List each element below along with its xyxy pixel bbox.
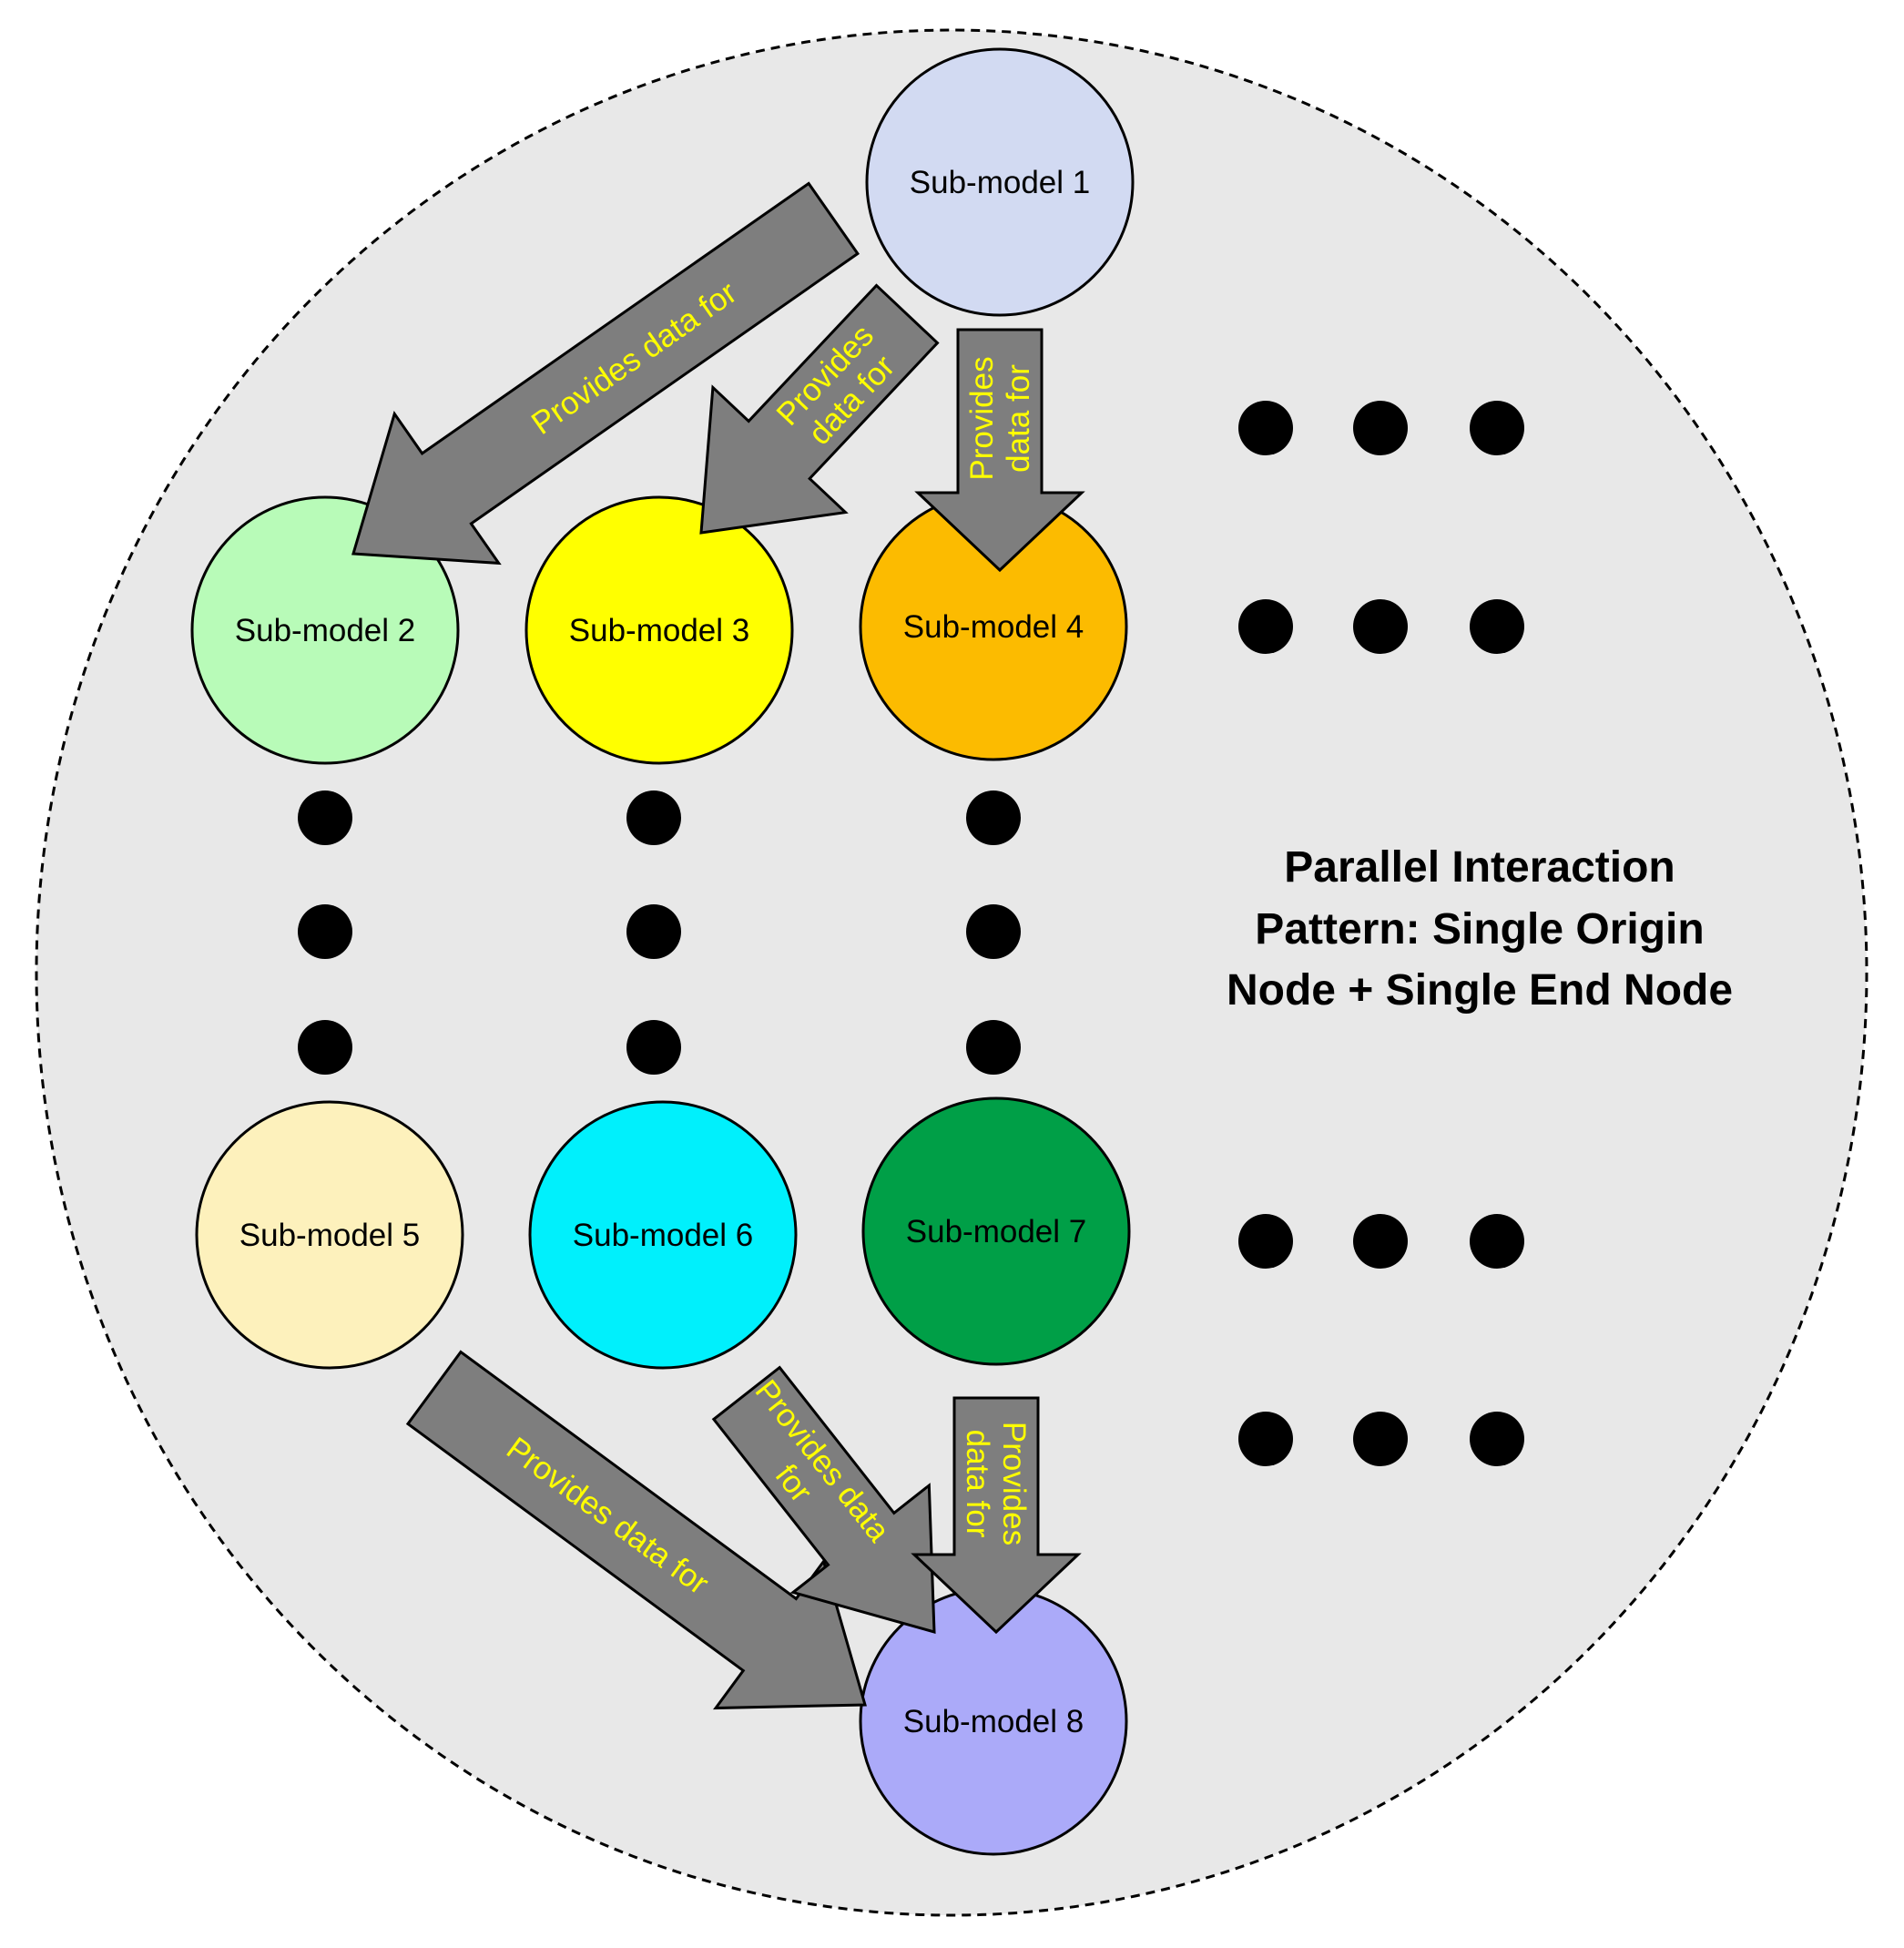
node-6-label: Sub-model 6 (573, 1218, 753, 1253)
node-2-label: Sub-model 2 (235, 613, 415, 648)
node-3-circle (524, 495, 794, 765)
title-line-2: Pattern: Single Origin (1255, 905, 1704, 954)
node-sub-model-2: Sub-model 2 (190, 495, 460, 765)
node-8-label: Sub-model 8 (903, 1704, 1084, 1739)
diagram-title: Parallel Interaction Pattern: Single Ori… (1227, 843, 1733, 1015)
arrow-7-to-8-shape (911, 1396, 1082, 1635)
arrow-7-to-8: Providesdata for (911, 1396, 1082, 1635)
arrow-1-to-3-shape (699, 283, 940, 535)
node-1-label: Sub-model 1 (910, 165, 1090, 200)
node-sub-model-7: Sub-model 7 (861, 1096, 1131, 1366)
arrow-6-to-8-shape (711, 1365, 936, 1634)
node-sub-model-8: Sub-model 8 (859, 1586, 1128, 1856)
node-4-label: Sub-model 4 (903, 609, 1084, 645)
node-5-circle (195, 1100, 464, 1370)
node-sub-model-6: Sub-model 6 (528, 1100, 798, 1370)
title-line-1: Parallel Interaction (1284, 843, 1675, 892)
arrow-1-to-4-shape (914, 328, 1085, 573)
node-6-circle (528, 1100, 798, 1370)
node-3-label: Sub-model 3 (569, 613, 749, 648)
node-sub-model-5: Sub-model 5 (195, 1100, 464, 1370)
node-7-label: Sub-model 7 (906, 1214, 1086, 1249)
node-2-circle (190, 495, 460, 765)
node-sub-model-1: Sub-model 1 (865, 47, 1135, 317)
arrow-1-to-4: Providesdata for (914, 328, 1085, 573)
node-1-circle (865, 47, 1135, 317)
arrow-7-to-8-label: Providesdata for (960, 1422, 1032, 1545)
node-7-circle (861, 1096, 1131, 1366)
title-line-3: Node + Single End Node (1227, 966, 1733, 1015)
node-5-label: Sub-model 5 (239, 1218, 420, 1253)
ellipsis-dots-right (1238, 401, 1524, 1466)
ellipsis-dots-columns (298, 790, 1021, 1075)
arrow-1-to-4-label: Providesdata for (964, 356, 1036, 480)
node-sub-model-3: Sub-model 3 (524, 495, 794, 765)
arrow-1-to-2-shape (351, 181, 860, 566)
